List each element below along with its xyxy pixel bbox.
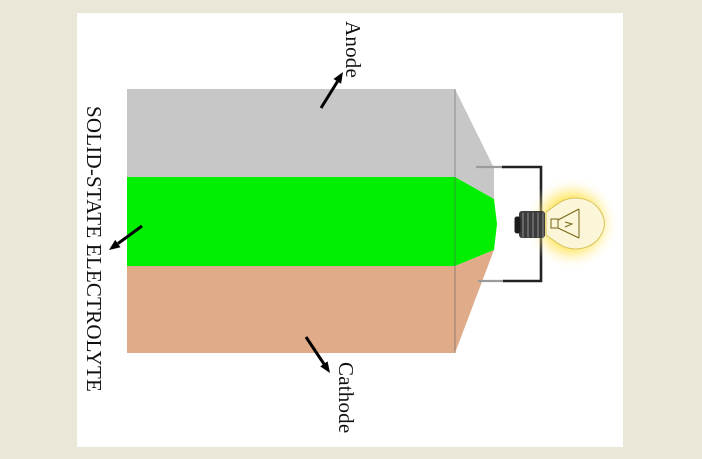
electrolyte-label: SOLID-STATE ELECTROLYTE (82, 106, 106, 393)
cathode-label: Cathode (334, 362, 358, 434)
electrolyte-arrow-shaft (117, 224, 143, 245)
bulb-base-tip (514, 216, 521, 234)
bulb-glass (545, 197, 606, 250)
layer-electrolyte-shape (127, 177, 497, 266)
layer-anode-shape (127, 89, 494, 199)
cathode-arrow-shaft (304, 336, 326, 365)
bulb-filament (550, 208, 580, 239)
annotation-arrows (109, 72, 343, 373)
layer-cathode-shape (127, 250, 494, 353)
bulb-base-ridges (522, 212, 544, 238)
light-bulb-icon (514, 176, 619, 270)
anode-arrow-head (333, 72, 343, 84)
electrolyte-arrow-head (109, 239, 121, 250)
anode-arrow-shaft (319, 80, 339, 109)
wire-fade-segment (476, 165, 505, 283)
anode-label: Anode (341, 21, 365, 78)
cathode-arrow-head (320, 361, 330, 373)
